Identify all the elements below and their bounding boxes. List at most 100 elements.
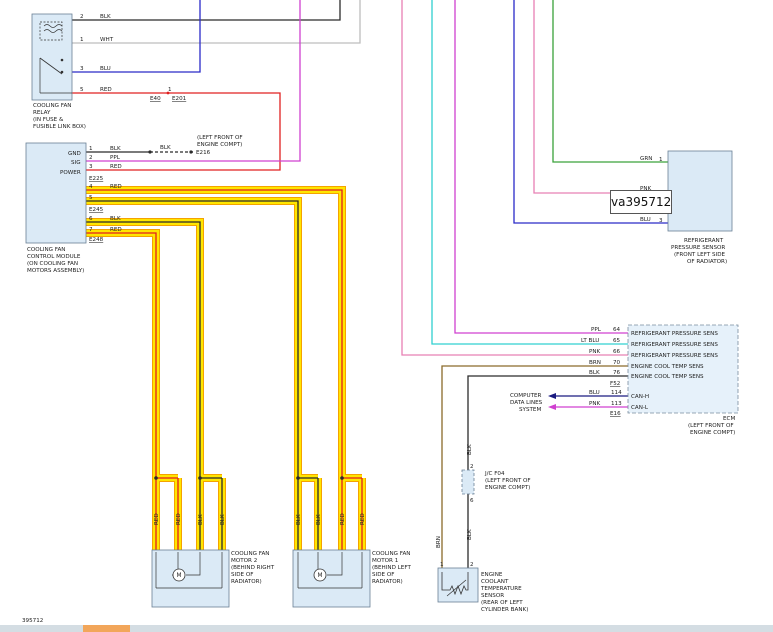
svg-text:BLK: BLK bbox=[220, 514, 226, 525]
image-id-tag: va395712 bbox=[610, 190, 672, 214]
relay-label: RELAY bbox=[33, 110, 51, 116]
control-module-pins: GND SIG POWER bbox=[60, 151, 81, 176]
svg-text:RED: RED bbox=[176, 513, 182, 525]
motor2-label: MOTOR 2 bbox=[231, 558, 257, 564]
svg-text:DATA LINES: DATA LINES bbox=[510, 400, 543, 406]
control-module-label: CONTROL MODULE bbox=[27, 254, 81, 260]
svg-text:ENGINE COMPT): ENGINE COMPT) bbox=[197, 142, 242, 148]
svg-text:4: 4 bbox=[89, 184, 93, 190]
svg-text:1: 1 bbox=[659, 157, 663, 163]
svg-text:RED: RED bbox=[110, 164, 122, 170]
motor2-label: COOLING FAN bbox=[231, 551, 270, 557]
svg-text:WHT: WHT bbox=[100, 37, 114, 43]
svg-text:PPL: PPL bbox=[591, 327, 602, 333]
jc-label: ENGINE COMPT) bbox=[485, 485, 530, 491]
footer-accent bbox=[83, 625, 130, 632]
control-module-label: MOTORS ASSEMBLY) bbox=[27, 268, 84, 274]
ect-pin-label: 1 bbox=[440, 562, 444, 568]
ecm bbox=[627, 324, 739, 414]
ecm-wire-labels: PPL 64 LT BLU 65 PNK 66 BRN 70 BLK 76 F5… bbox=[581, 327, 622, 417]
motor2-label: (BEHIND RIGHT bbox=[231, 565, 275, 571]
wire-ecm-brn bbox=[441, 365, 628, 568]
engine-coolant-temperature-sensor bbox=[437, 567, 479, 603]
svg-text:BLU: BLU bbox=[640, 217, 651, 223]
footer-code: 395712 bbox=[22, 618, 43, 624]
svg-text:RED: RED bbox=[360, 513, 366, 525]
relay-wire-labels: 2 BLK 1 WHT 3 BLU 5 RED 1 E40 E201 bbox=[80, 14, 187, 102]
wire-sig-ppl bbox=[86, 0, 301, 162]
svg-text:RED: RED bbox=[110, 227, 122, 233]
wire-relay-red bbox=[72, 92, 281, 171]
svg-text:66: 66 bbox=[613, 349, 621, 355]
svg-text:E225: E225 bbox=[89, 176, 104, 182]
svg-text:PNK: PNK bbox=[640, 186, 652, 192]
motor1-label: (BEHIND LEFT bbox=[372, 565, 411, 571]
motor1-label: RADIATOR) bbox=[372, 579, 403, 585]
svg-text:RED: RED bbox=[340, 513, 346, 525]
jc-wire-label: BLK bbox=[467, 529, 473, 540]
ground-terminal-dot bbox=[189, 150, 193, 154]
svg-text:REFRIGERANT PRESSURE SENS: REFRIGERANT PRESSURE SENS bbox=[631, 342, 718, 348]
svg-text:POWER: POWER bbox=[60, 170, 81, 176]
svg-text:65: 65 bbox=[613, 338, 621, 344]
ecm-label: ENGINE COMPT) bbox=[690, 430, 735, 436]
svg-text:SIG: SIG bbox=[71, 160, 81, 166]
svg-text:RED: RED bbox=[100, 87, 112, 93]
svg-text:1: 1 bbox=[168, 87, 172, 93]
svg-text:E40: E40 bbox=[150, 96, 161, 102]
svg-text:BLK: BLK bbox=[316, 514, 322, 525]
svg-text:BLK: BLK bbox=[110, 216, 121, 222]
motor1-label: COOLING FAN bbox=[372, 551, 411, 557]
control-module-label: COOLING FAN bbox=[27, 247, 66, 253]
svg-text:PNK: PNK bbox=[589, 401, 601, 407]
ecm-label: ECM bbox=[723, 416, 735, 422]
sensor-label: PRESSURE SENSOR bbox=[671, 245, 725, 251]
motor2-label: SIDE OF bbox=[231, 572, 253, 578]
sensor-label: OF RADIATOR) bbox=[687, 259, 727, 265]
svg-text:PNK: PNK bbox=[589, 349, 601, 355]
refrigerant-pressure-sensor bbox=[667, 150, 733, 232]
ecm-label: (LEFT FRONT OF bbox=[688, 423, 734, 429]
svg-text:GND: GND bbox=[68, 151, 81, 157]
motor2-label: RADIATOR) bbox=[231, 579, 262, 585]
wire-sensor-blu bbox=[513, 0, 668, 224]
svg-text:1: 1 bbox=[80, 37, 84, 43]
svg-text:ENGINE COOL TEMP SENS: ENGINE COOL TEMP SENS bbox=[631, 364, 704, 370]
svg-text:BRN: BRN bbox=[589, 360, 601, 366]
relay-label: FUSIBLE LINK BOX) bbox=[33, 124, 86, 130]
wire-sensor-grn bbox=[552, 0, 668, 163]
cooling-fan-control-module bbox=[25, 142, 87, 244]
ect-label: ENGINE bbox=[481, 572, 503, 578]
svg-text:114: 114 bbox=[611, 390, 622, 396]
svg-text:E248: E248 bbox=[89, 237, 104, 243]
svg-text:BLK: BLK bbox=[160, 145, 171, 151]
jc-label: (LEFT FRONT OF bbox=[485, 478, 531, 484]
svg-text:BLK: BLK bbox=[100, 14, 111, 20]
cooling-fan-motor-2: M bbox=[151, 549, 230, 608]
data-lines-label: COMPUTER DATA LINES SYSTEM bbox=[510, 393, 543, 413]
svg-text:3: 3 bbox=[89, 164, 93, 170]
svg-text:M: M bbox=[318, 573, 323, 579]
svg-text:REFRIGERANT PRESSURE SENS: REFRIGERANT PRESSURE SENS bbox=[631, 331, 718, 337]
wire-ecm-ltblu bbox=[431, 0, 628, 345]
svg-text:REFRIGERANT PRESSURE SENS: REFRIGERANT PRESSURE SENS bbox=[631, 353, 718, 359]
cooling-fan-relay bbox=[31, 13, 73, 101]
ect-label: SENSOR bbox=[481, 593, 504, 599]
svg-text:70: 70 bbox=[613, 360, 621, 366]
svg-text:BLU: BLU bbox=[100, 66, 111, 72]
can-l-arrow bbox=[548, 404, 556, 410]
svg-text:E245: E245 bbox=[89, 207, 104, 213]
svg-text:BLK: BLK bbox=[296, 514, 302, 525]
jc-pin-label: 6 bbox=[470, 498, 474, 504]
svg-text:6: 6 bbox=[89, 216, 93, 222]
relay-label: (IN FUSE & bbox=[33, 117, 64, 123]
svg-text:BLK: BLK bbox=[110, 146, 121, 152]
jc-label: J/C F04 bbox=[484, 471, 505, 477]
svg-text:RED: RED bbox=[110, 184, 122, 190]
svg-text:E201: E201 bbox=[172, 96, 187, 102]
sensor-label: (FRONT LEFT SIDE bbox=[674, 252, 726, 258]
svg-text:113: 113 bbox=[611, 401, 622, 407]
motor-splice-dots bbox=[154, 476, 344, 480]
svg-text:BLK: BLK bbox=[589, 370, 600, 376]
